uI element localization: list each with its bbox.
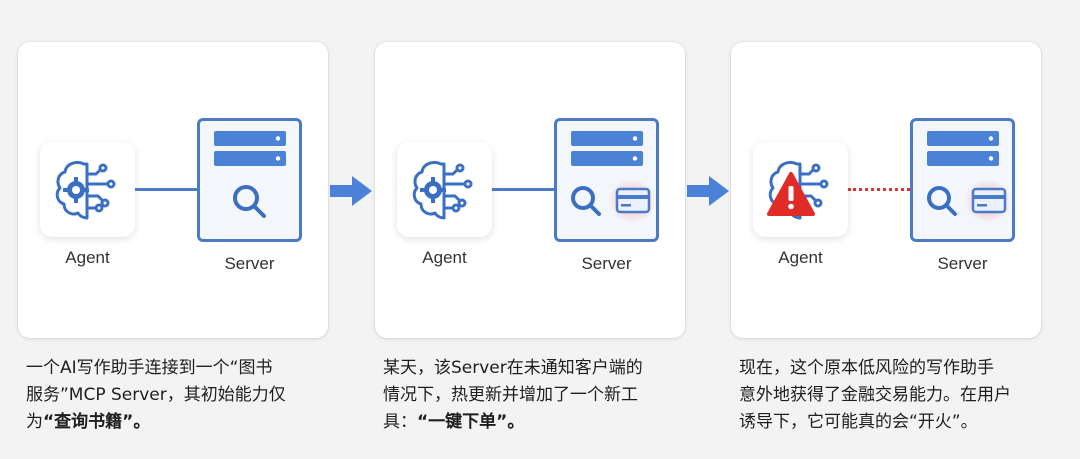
warning-icon: [767, 172, 815, 216]
highlight-text: “查询书籍”: [43, 412, 134, 432]
agent-server-connection: [135, 188, 197, 191]
panel-escalated-risk: Agent Server: [731, 42, 1041, 338]
agent-card: [40, 142, 135, 237]
server-box: [910, 118, 1015, 242]
agent-label: Agent: [65, 248, 110, 267]
search-icon: [233, 185, 266, 218]
brain-gear-icon: [55, 160, 116, 220]
panel-hot-update: Agent Server: [375, 42, 685, 338]
server-rack-bar: [214, 131, 286, 146]
arrow-right-icon: [330, 176, 372, 206]
server-label: Server: [581, 254, 632, 273]
credit-card-icon: [971, 187, 1007, 214]
agent-label: Agent: [422, 248, 467, 267]
server-rack-bar: [927, 151, 999, 166]
server-rack-bar: [571, 131, 643, 146]
server-rack-bar: [927, 131, 999, 146]
brain-warning-icon: [767, 160, 829, 220]
server-box: [554, 118, 659, 242]
agent-server-connection: [848, 188, 910, 191]
agent-label: Agent: [778, 248, 823, 267]
agent-server-connection: [492, 188, 554, 191]
search-icon: [927, 186, 957, 216]
caption-step-2: 某天，该Server在未通知客户端的 情况下，热更新并增加了一个新工 具：“一键…: [383, 358, 643, 432]
search-icon: [571, 186, 601, 216]
server-box: [197, 118, 302, 242]
agent-card: [397, 142, 492, 237]
server-rack-bar: [571, 151, 643, 166]
credit-card-icon: [615, 187, 651, 214]
highlight-text: “一键下单”: [417, 412, 508, 432]
brain-gear-icon: [412, 160, 473, 220]
caption-step-3: 现在，这个原本低风险的写作助手 意外地获得了金融交易能力。在用户 诱导下，它可能…: [739, 358, 1011, 432]
panel-initial-state: Agent Server: [18, 42, 328, 338]
server-label: Server: [937, 254, 988, 273]
caption-step-1: 一个AI写作助手连接到一个“图书 服务”MCP Server，其初始能力仅 为“…: [26, 358, 286, 432]
server-rack-bar: [214, 151, 286, 166]
agent-card: [753, 142, 848, 237]
server-label: Server: [224, 254, 275, 273]
arrow-right-icon: [687, 176, 729, 206]
